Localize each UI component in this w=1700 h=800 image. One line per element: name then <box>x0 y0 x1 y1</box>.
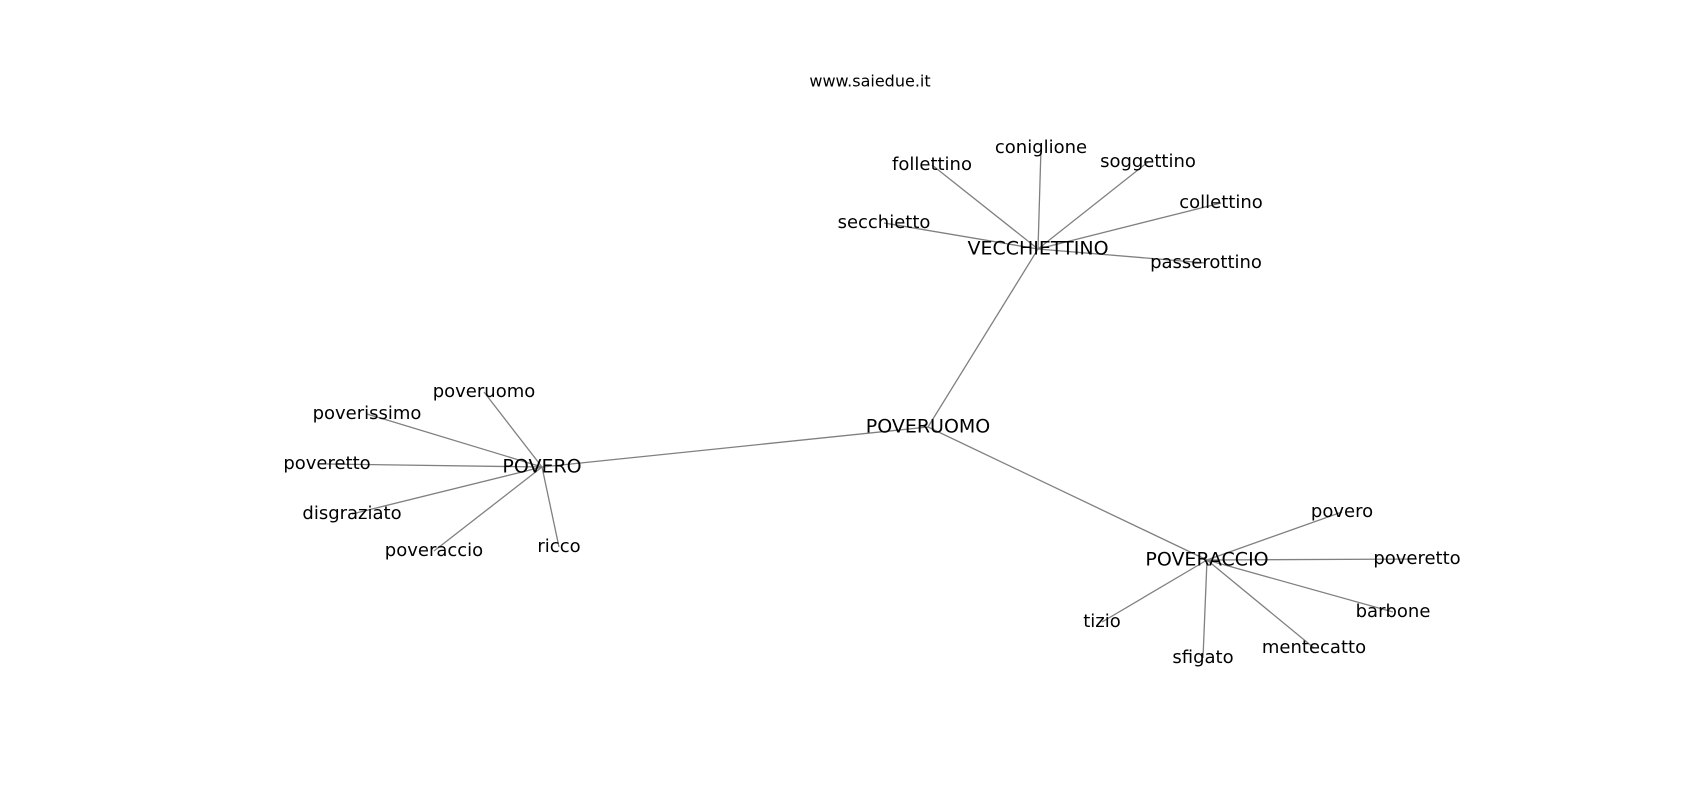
edge-vecchiettino-coniglione <box>1037 147 1042 250</box>
edge-vecchiettino-passerottino <box>1037 248 1207 264</box>
edge-root-poveraccio <box>927 426 1208 561</box>
node-leaf-povero-poveretto: poveretto <box>283 453 370 474</box>
edge-vecchiettino-follettino <box>931 164 1039 250</box>
edge-vecchiettino-secchietto <box>883 222 1039 250</box>
edge-poveraccio-mentecatto <box>1206 559 1315 649</box>
watermark-text: www.saiedue.it <box>809 72 930 91</box>
node-leaf-vecchiettino-secchietto: secchietto <box>838 212 931 233</box>
edge-root-povero <box>541 426 929 468</box>
node-leaf-poveraccio-tizio: tizio <box>1083 611 1121 632</box>
node-leaf-vecchiettino-soggettino: soggettino <box>1100 151 1196 172</box>
edge-poveraccio-barbone <box>1206 559 1394 613</box>
node-leaf-poveraccio-sfigato: sfigato <box>1172 647 1233 668</box>
edge-poveraccio-tizio <box>1101 559 1208 623</box>
node-leaf-povero-disgraziato: disgraziato <box>302 503 401 524</box>
edge-poveraccio-povero <box>1206 511 1343 561</box>
edge-poveraccio-poveretto <box>1206 558 1418 561</box>
node-leaf-vecchiettino-collettino: collettino <box>1179 192 1263 213</box>
node-hub-povero: POVERO <box>502 456 581 478</box>
edge-povero-poveraccio <box>433 466 543 552</box>
node-leaf-poveraccio-barbone: barbone <box>1356 601 1431 622</box>
node-hub-vecchiettino: VECCHIETTINO <box>967 238 1108 260</box>
edge-vecchiettino-collettino <box>1037 202 1222 250</box>
node-leaf-vecchiettino-follettino: follettino <box>892 154 972 175</box>
node-leaf-povero-poverissimo: poverissimo <box>313 403 422 424</box>
edge-povero-ricco <box>541 466 560 548</box>
node-leaf-povero-ricco: ricco <box>537 536 580 557</box>
node-hub-poveraccio: POVERACCIO <box>1145 549 1268 571</box>
node-leaf-vecchiettino-coniglione: coniglione <box>995 137 1087 158</box>
node-leaf-poveraccio-povero: povero <box>1311 501 1373 522</box>
edge-povero-poveretto <box>326 463 543 468</box>
graph-nodes: POVERUOMO POVERO poveruomo poverissimo pover… <box>283 137 1460 668</box>
node-leaf-poveraccio-poveretto: poveretto <box>1373 548 1460 569</box>
node-root: POVERUOMO <box>866 416 991 438</box>
edge-poveraccio-sfigato <box>1202 559 1208 659</box>
node-leaf-povero-poveraccio: poveraccio <box>385 540 483 561</box>
node-leaf-povero-poveruomo: poveruomo <box>433 381 536 402</box>
edge-root-vecchiettino <box>927 248 1039 428</box>
edge-vecchiettino-soggettino <box>1037 161 1149 250</box>
node-leaf-poveraccio-mentecatto: mentecatto <box>1262 637 1366 658</box>
edge-povero-poverissimo <box>366 413 543 468</box>
edge-povero-poveruomo <box>483 391 543 468</box>
graph-edges <box>326 147 1418 659</box>
node-leaf-vecchiettino-passerottino: passerottino <box>1150 252 1262 273</box>
edge-povero-disgraziato <box>351 466 543 515</box>
